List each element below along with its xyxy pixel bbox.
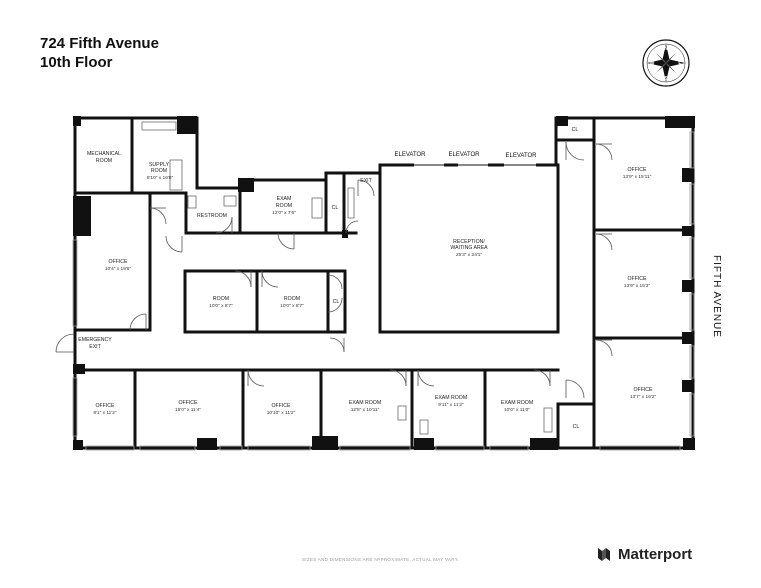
- compass-icon: N E S W: [642, 39, 690, 87]
- room-mechanical: MECHANICAL ROOM: [87, 151, 121, 164]
- room-office-r2: OFFICE 13'9" x 15'3": [624, 276, 651, 289]
- brand-logo: Matterport: [597, 543, 692, 565]
- room-name: EXAM: [277, 196, 292, 202]
- room-name: ROOM: [96, 158, 112, 164]
- room-name: ROOM: [151, 168, 167, 174]
- fixtures: [141, 121, 553, 435]
- room-dims: 13'9" x 15'11": [623, 174, 652, 180]
- address-title: 724 Fifth Avenue: [40, 35, 159, 52]
- room-name: EXAM ROOM: [435, 395, 467, 401]
- matterport-icon: [598, 548, 610, 561]
- room-exam-b3: EXAM ROOM 10'0" x 11'0": [501, 400, 533, 413]
- room-a: ROOM 10'0" x 8'7": [209, 296, 233, 309]
- floor-title: 10th Floor: [40, 54, 113, 71]
- room-dims: 13'9" x 15'3": [624, 283, 651, 289]
- room-reception: RECEPTION/ WAITING AREA 25'3" x 24'1": [450, 239, 488, 258]
- room-name: OFFICE: [178, 400, 198, 406]
- room-exam-b2: EXAM ROOM 9'11" x 11'2": [435, 395, 467, 408]
- room-dims: 10'0" x 8'7": [209, 303, 233, 309]
- room-cl-mid: CL: [333, 299, 340, 305]
- room-name: RECEPTION/: [453, 239, 485, 245]
- room-office-b1: OFFICE 8'1" x 11'2": [93, 403, 117, 416]
- room-supply: SUPPLY ROOM 8'10" x 16'6": [147, 162, 174, 181]
- doors: [55, 141, 613, 399]
- room-name: OFFICE: [627, 276, 647, 282]
- room-name: OFFICE: [633, 387, 653, 393]
- room-name: EXAM ROOM: [501, 400, 533, 406]
- room-restroom: RESTROOM: [197, 213, 227, 219]
- walls: [73, 116, 695, 450]
- compass-letter-w: W: [650, 61, 655, 67]
- room-dims: 10'10" x 11'2": [267, 410, 296, 416]
- room-name: SUPPLY: [149, 162, 170, 168]
- room-dims: 13'7" x 16'2": [630, 394, 657, 400]
- room-name: EXIT: [89, 344, 101, 350]
- room-name: CL: [573, 424, 580, 430]
- room-dims: 12'0" x 7'6": [272, 210, 296, 216]
- room-name: ROOM: [213, 296, 229, 302]
- room-name: EXIT: [360, 178, 372, 184]
- room-name: OFFICE: [95, 403, 115, 409]
- elevator-label-1: ELEVATOR: [394, 152, 426, 158]
- room-dims: 10'4" x 19'6": [105, 266, 132, 272]
- room-office-b3: OFFICE 10'10" x 11'2": [267, 403, 296, 416]
- elevator-label-3: ELEVATOR: [505, 153, 537, 159]
- room-emergency-exit: EMERGENCY EXIT: [78, 337, 112, 350]
- room-exam-b1: EXAM ROOM 12'5" x 10'11": [349, 400, 381, 413]
- compass-letter-s: S: [664, 76, 668, 82]
- room-office-r3: OFFICE 13'7" x 16'2": [630, 387, 657, 400]
- room-dims: 10'0" x 11'0": [504, 407, 530, 413]
- room-dims: 15'0" x 11'4": [175, 407, 201, 413]
- room-name: OFFICE: [627, 167, 647, 173]
- room-name: CL: [572, 127, 579, 133]
- windows: [72, 131, 695, 451]
- room-office-b2: OFFICE 15'0" x 11'4": [175, 400, 201, 413]
- elevator-label-2: ELEVATOR: [448, 152, 480, 158]
- compass-letter-e: E: [678, 61, 682, 67]
- room-dims: 9'11" x 11'2": [438, 402, 464, 408]
- room-cl-top-left: CL: [332, 205, 339, 211]
- room-cl-bottom-right: CL: [573, 424, 580, 430]
- disclaimer: SIZES AND DIMENSIONS ARE APPROXIMATE, AC…: [301, 557, 460, 562]
- room-exam-top: EXAM ROOM 12'0" x 7'6": [272, 196, 296, 216]
- room-name: EXAM ROOM: [349, 400, 381, 406]
- room-name: RESTROOM: [197, 213, 227, 219]
- room-b: ROOM 10'0" x 8'7": [280, 296, 304, 309]
- room-name: ROOM: [284, 296, 300, 302]
- room-name: CL: [333, 299, 340, 305]
- room-dims: 12'5" x 10'11": [351, 407, 380, 413]
- room-name: OFFICE: [108, 259, 128, 265]
- room-name: EMERGENCY: [78, 337, 112, 343]
- room-dims: 10'0" x 8'7": [280, 303, 304, 309]
- room-name: WAITING AREA: [450, 245, 488, 251]
- room-office-left: OFFICE 10'4" x 19'6": [105, 259, 132, 272]
- room-name: ROOM: [276, 203, 292, 209]
- room-dims: 25'3" x 24'1": [456, 252, 483, 258]
- room-exit: EXIT: [360, 178, 372, 184]
- columns: [73, 116, 695, 450]
- room-office-r1: OFFICE 13'9" x 15'11": [623, 167, 652, 180]
- room-dims: 8'1" x 11'2": [93, 410, 117, 416]
- room-name: MECHANICAL: [87, 151, 121, 157]
- room-cl-top-right: CL: [572, 127, 579, 133]
- street-label: FIFTH AVENUE: [711, 255, 722, 338]
- room-name: CL: [332, 205, 339, 211]
- brand-name: Matterport: [618, 545, 693, 563]
- room-name: OFFICE: [271, 403, 291, 409]
- compass-letter-n: N: [664, 46, 668, 52]
- room-dims: 8'10" x 16'6": [147, 175, 174, 181]
